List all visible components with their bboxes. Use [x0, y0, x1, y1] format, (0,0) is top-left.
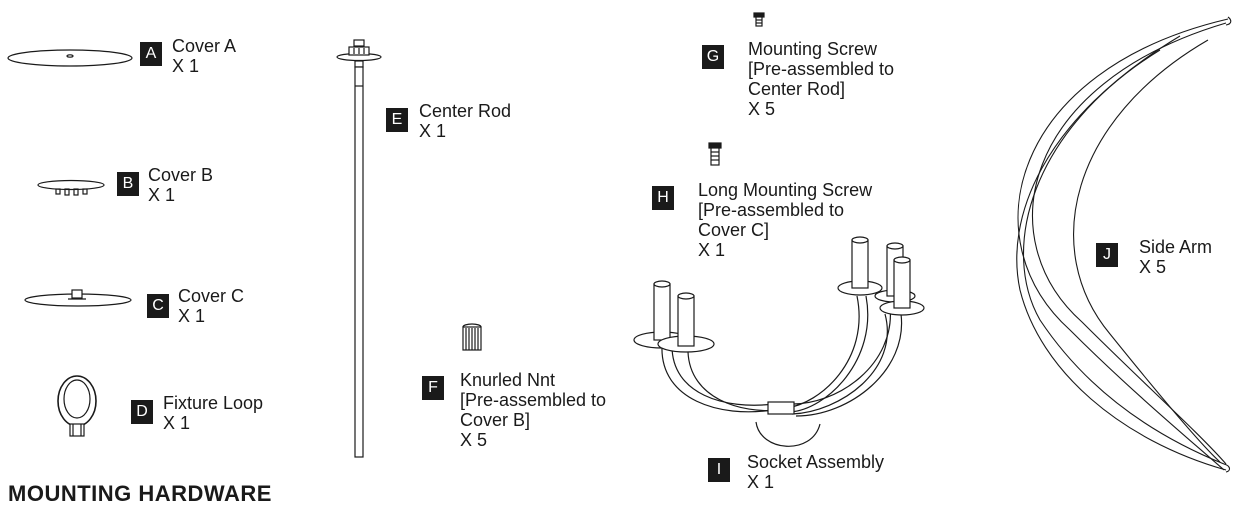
part-c-label: Cover C X 1: [178, 286, 244, 326]
part-h-note-1: [Pre-assembled to: [698, 200, 845, 220]
part-e-label: Center Rod X 1: [419, 101, 511, 141]
part-c-badge: C: [147, 294, 169, 318]
part-c-qty: X 1: [178, 306, 206, 326]
part-h-qty: X 1: [698, 240, 726, 260]
section-heading: MOUNTING HARDWARE: [8, 481, 272, 506]
part-h-badge: H: [652, 186, 674, 210]
part-f-name: Knurled Nnt: [460, 370, 556, 390]
part-f-badge: F: [422, 376, 444, 400]
part-b-badge: B: [117, 172, 139, 196]
part-a-label: Cover A X 1: [172, 36, 236, 76]
part-a-qty: X 1: [172, 56, 200, 76]
part-g-label: Mounting Screw [Pre-assembled to Center …: [748, 39, 894, 119]
part-f-note-2: Cover B]: [460, 410, 531, 430]
part-b-qty: X 1: [148, 185, 176, 205]
part-b-name: Cover B: [148, 165, 214, 185]
center-rod-drawing: [336, 39, 382, 458]
part-j-label: Side Arm X 5: [1139, 237, 1212, 277]
long-mounting-screw-drawing: [708, 142, 722, 166]
part-j-badge: J: [1096, 243, 1118, 267]
part-d-qty: X 1: [163, 413, 191, 433]
part-h-name: Long Mounting Screw: [698, 180, 873, 200]
part-h-label: Long Mounting Screw [Pre-assembled to Co…: [698, 180, 872, 260]
part-b-label: Cover B X 1: [148, 165, 213, 205]
part-i-badge: I: [708, 458, 730, 482]
part-g-qty: X 5: [748, 99, 776, 119]
part-f-label: Knurled Nnt [Pre-assembled to Cover B] X…: [460, 370, 606, 450]
part-e-badge: E: [386, 108, 408, 132]
part-a-badge: A: [140, 42, 162, 66]
cover-c-drawing: [24, 289, 132, 307]
part-f-note-1: [Pre-assembled to: [460, 390, 607, 410]
part-g-badge: G: [702, 45, 724, 69]
knurled-nut-drawing: [462, 323, 482, 351]
part-d-label: Fixture Loop X 1: [163, 393, 263, 433]
part-j-name: Side Arm: [1139, 237, 1213, 257]
part-c-name: Cover C: [178, 286, 245, 306]
side-arm-drawing: [1016, 16, 1232, 473]
part-d-badge: D: [131, 400, 153, 424]
fixture-loop-drawing: [57, 375, 97, 437]
cover-a-drawing: [7, 49, 133, 67]
cover-b-drawing: [37, 179, 105, 196]
part-i-name: Socket Assembly: [747, 452, 885, 472]
part-g-note-1: [Pre-assembled to: [748, 59, 895, 79]
part-f-qty: X 5: [460, 430, 488, 450]
part-j-qty: X 5: [1139, 257, 1167, 277]
part-i-qty: X 1: [747, 472, 775, 492]
part-g-name: Mounting Screw: [748, 39, 878, 59]
part-d-name: Fixture Loop: [163, 393, 264, 413]
part-i-label: Socket Assembly X 1: [747, 452, 884, 492]
part-h-note-2: Cover C]: [698, 220, 770, 240]
socket-assembly-drawing: [633, 236, 925, 447]
part-e-name: Center Rod: [419, 101, 512, 121]
mounting-screw-drawing: [753, 12, 765, 27]
part-e-qty: X 1: [419, 121, 447, 141]
parts-illustration: [7, 12, 1232, 473]
part-a-name: Cover A: [172, 36, 237, 56]
part-g-note-2: Center Rod]: [748, 79, 846, 99]
